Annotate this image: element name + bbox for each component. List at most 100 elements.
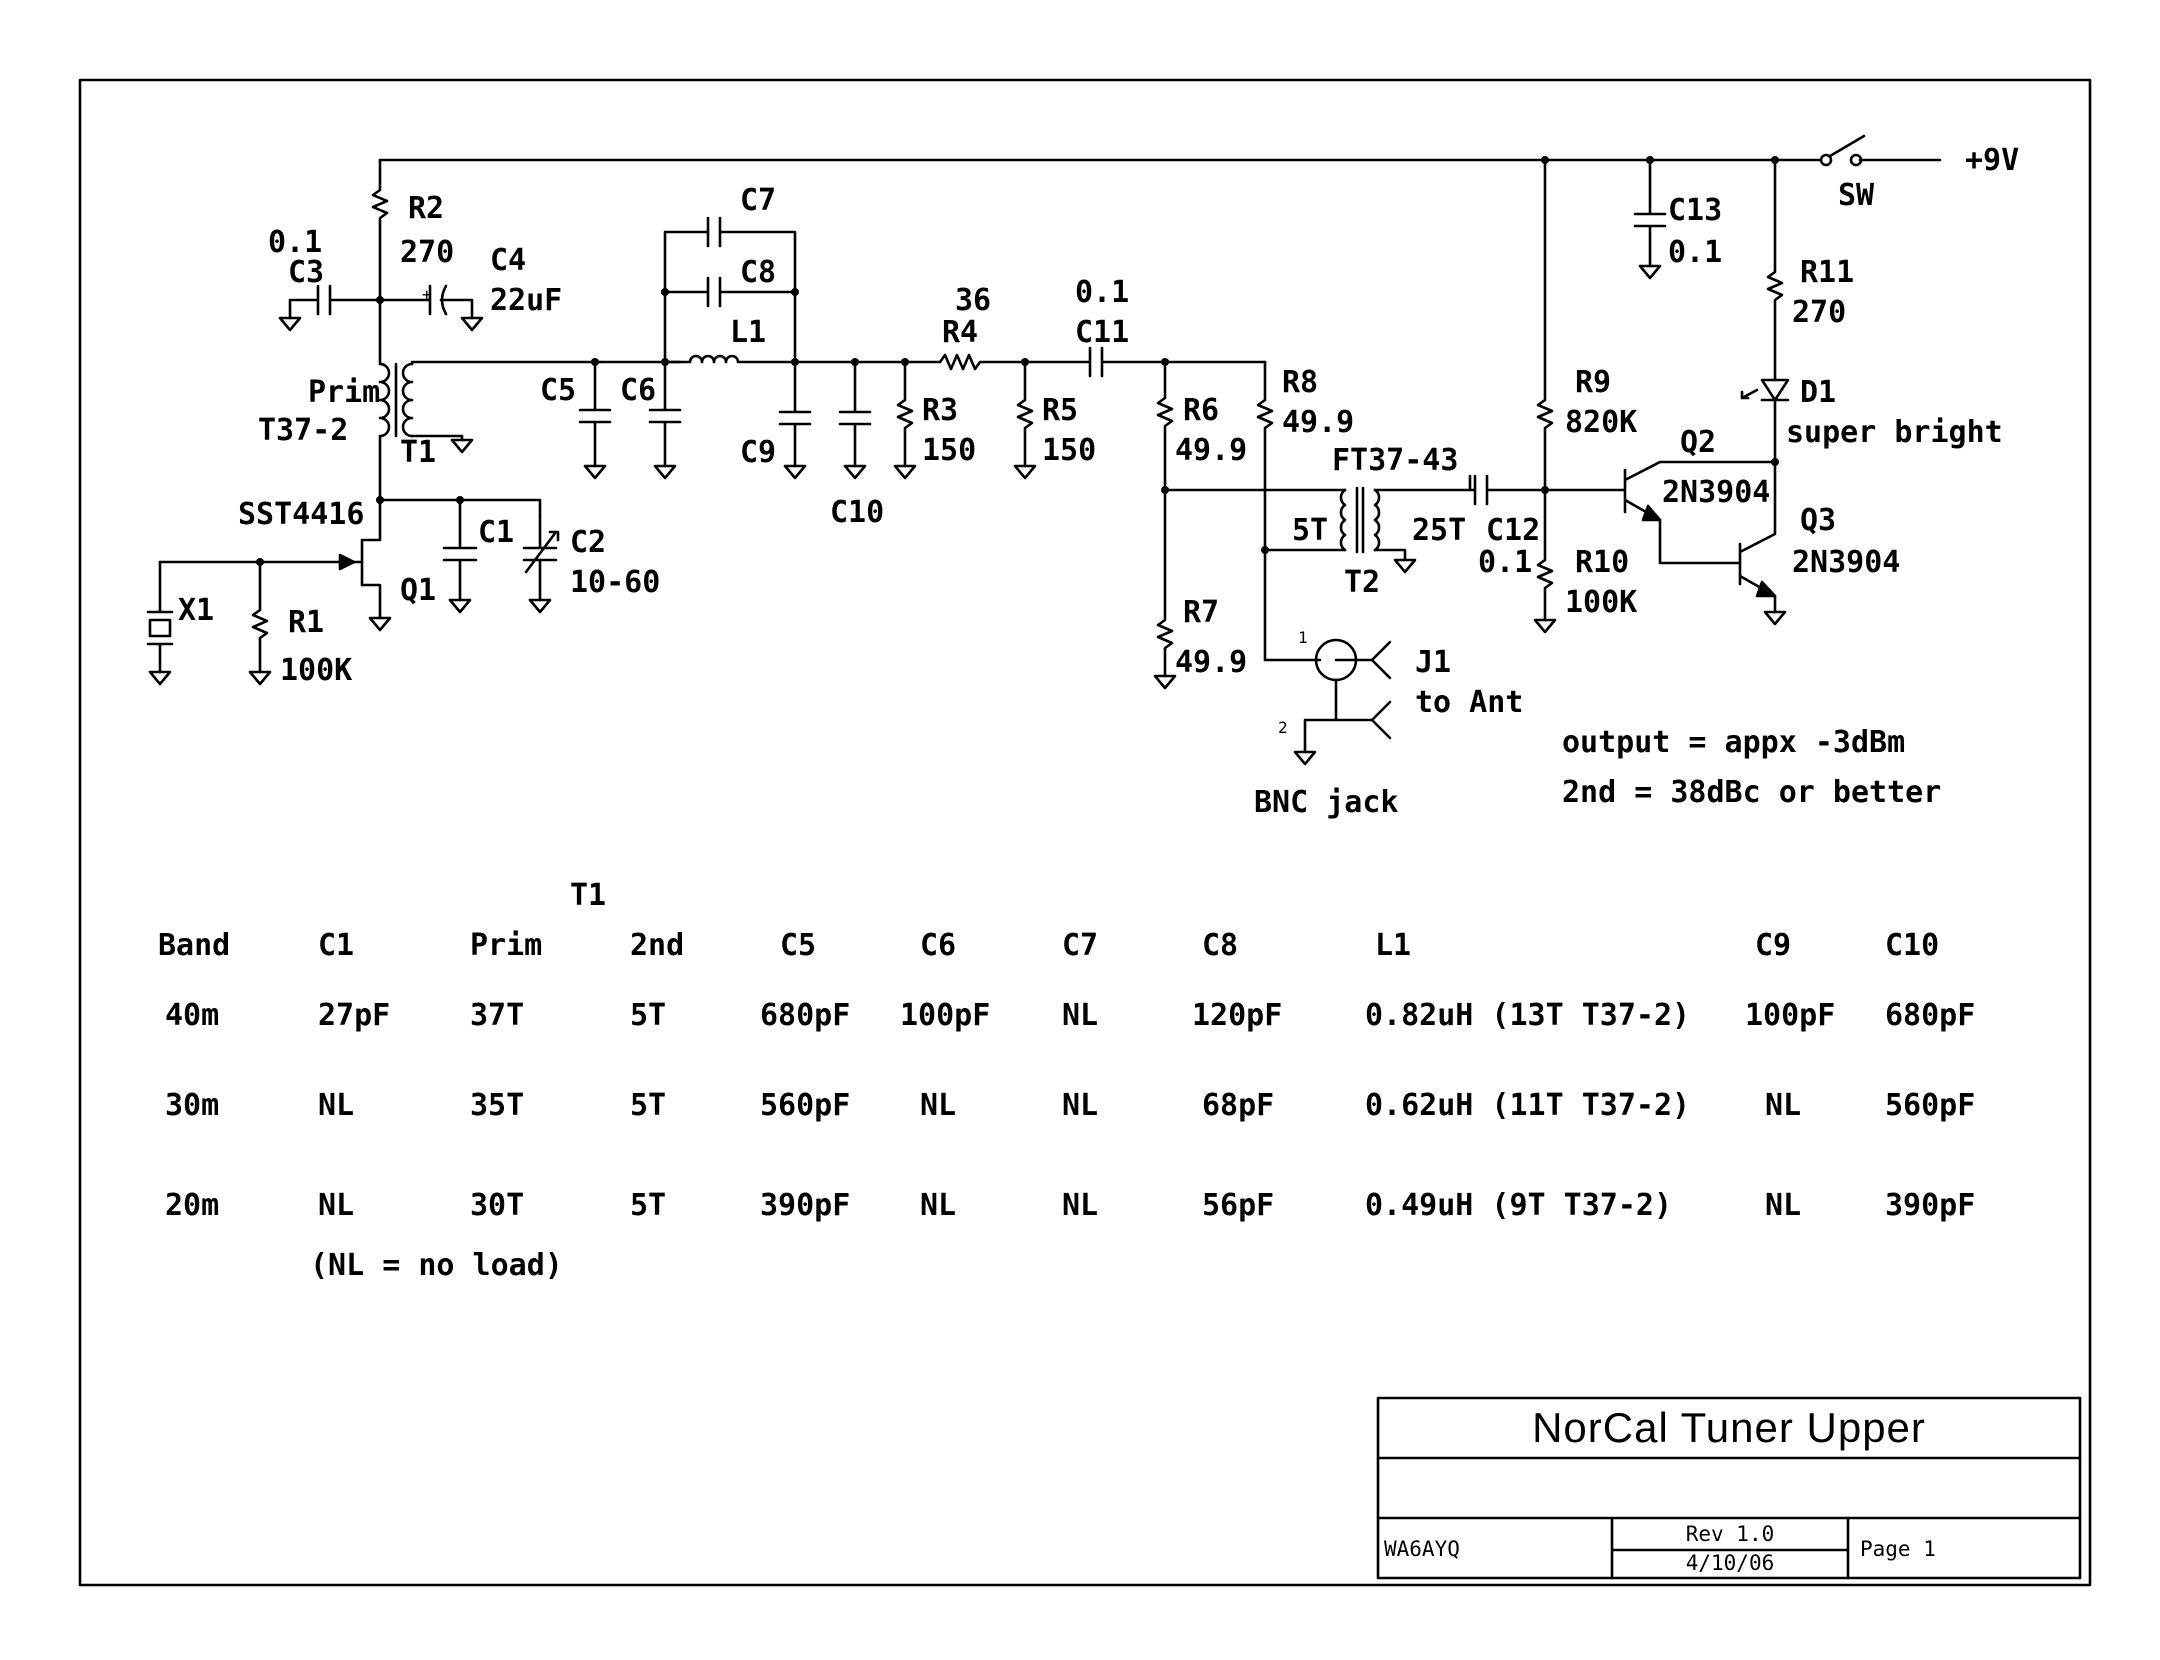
ground-icon (1013, 464, 1037, 480)
Q3-part: 2N3904 (1792, 545, 1900, 580)
C5-ref: C5 (540, 373, 576, 408)
svg-text:40m: 40m (165, 998, 219, 1033)
R7-ref: R7 (1183, 595, 1219, 630)
T1-ref: T1 (400, 435, 436, 470)
L1-ref: L1 (730, 315, 766, 350)
ground-icon (1638, 264, 1662, 280)
ground-icon (843, 464, 867, 480)
Q1-ref: Q1 (400, 573, 436, 608)
svg-text:Prim: Prim (470, 928, 542, 963)
R6-R7-resistors (1156, 360, 1174, 678)
Q2-part: 2N3904 (1662, 475, 1770, 510)
D1-ref: D1 (1800, 375, 1836, 410)
svg-text:C1: C1 (318, 928, 354, 963)
R7-value: 49.9 (1175, 645, 1247, 680)
svg-text:100pF: 100pF (1745, 998, 1835, 1033)
svg-text:680pF: 680pF (760, 998, 850, 1033)
switch-label: SW (1838, 178, 1875, 213)
C11-value: 0.1 (1075, 275, 1129, 310)
R8-ref: R8 (1282, 365, 1318, 400)
R2-ref: R2 (408, 191, 444, 226)
C4-value: 22uF (490, 283, 562, 318)
C2-ref: C2 (570, 525, 606, 560)
ground-icon (450, 438, 474, 454)
C11-ref: C11 (1075, 315, 1129, 350)
svg-text:NL: NL (1765, 1088, 1801, 1123)
svg-text:0.49uH (9T T37-2): 0.49uH (9T T37-2) (1365, 1188, 1672, 1223)
svg-text:5T: 5T (630, 1088, 666, 1123)
ground-icon (460, 316, 484, 332)
C9-capacitor (778, 360, 812, 468)
R1-value: 100K (280, 653, 352, 688)
output-note: output = appx -3dBm (1562, 725, 1905, 760)
svg-text:2nd: 2nd (630, 928, 684, 963)
svg-text:100pF: 100pF (900, 998, 990, 1033)
R11-ref: R11 (1800, 255, 1854, 290)
revision: Rev 1.0 (1686, 1522, 1775, 1546)
R1-resistor (251, 560, 269, 674)
ground-icon (528, 598, 552, 614)
ground-icon (448, 598, 472, 614)
Q2-ref: Q2 (1680, 425, 1716, 460)
Q1-transistor[interactable] (360, 498, 382, 620)
R4-value: 36 (955, 283, 991, 318)
C3-capacitor (288, 284, 382, 320)
T2-core-label: FT37-43 (1332, 443, 1458, 478)
L1-inductor (663, 354, 797, 364)
date: 4/10/06 (1686, 1551, 1775, 1575)
R10-value: 100K (1565, 585, 1637, 620)
R3-value: 150 (922, 433, 976, 468)
T2-core (1355, 486, 1365, 554)
svg-text:390pF: 390pF (760, 1188, 850, 1223)
R5-resistor (1016, 360, 1034, 468)
C1-ref: C1 (478, 515, 514, 550)
table-row: 40m 27pF 37T 5T 680pF 100pF NL 120pF 0.8… (165, 998, 1975, 1033)
svg-text:390pF: 390pF (1885, 1188, 1975, 1223)
svg-text:5T: 5T (630, 998, 666, 1033)
T1-prim-label: Prim (308, 375, 380, 410)
R5-ref: R5 (1042, 393, 1078, 428)
svg-text:NL: NL (920, 1188, 956, 1223)
table-footnote: (NL = no load) (310, 1248, 563, 1283)
R3-ref: R3 (922, 393, 958, 428)
svg-text:L1: L1 (1375, 928, 1411, 963)
svg-text:NL: NL (920, 1088, 956, 1123)
R1-ref: R1 (288, 605, 324, 640)
C6-ref: C6 (620, 373, 656, 408)
svg-text:C8: C8 (1202, 928, 1238, 963)
Q1-part: SST4416 (238, 497, 364, 532)
svg-text:68pF: 68pF (1202, 1088, 1274, 1123)
C8-ref: C8 (740, 255, 776, 290)
R11-value: 270 (1792, 295, 1846, 330)
svg-text:C9: C9 (1755, 928, 1791, 963)
C10-ref: C10 (830, 495, 884, 530)
harmonic-note: 2nd = 38dBc or better (1562, 775, 1941, 810)
X1-crystal (146, 560, 174, 674)
svg-text:56pF: 56pF (1202, 1188, 1274, 1223)
sheet-border (78, 78, 2092, 1587)
C13-capacitor (1633, 158, 1667, 268)
R9-ref: R9 (1575, 365, 1611, 400)
svg-text:20m: 20m (165, 1188, 219, 1223)
svg-text:5T: 5T (630, 1188, 666, 1223)
T1-primary (378, 298, 391, 502)
table-row: 20m NL 30T 5T 390pF NL NL 56pF 0.49uH (9… (165, 1188, 1975, 1223)
table-row: 30m NL 35T 5T 560pF NL NL 68pF 0.62uH (1… (165, 1088, 1975, 1123)
svg-text:C10: C10 (1885, 928, 1939, 963)
R8-resistor (1256, 360, 1322, 662)
R5-value: 150 (1042, 433, 1096, 468)
R8-value: 49.9 (1282, 405, 1354, 440)
Q2-transistor[interactable] (1543, 460, 1777, 565)
svg-text:560pF: 560pF (1885, 1088, 1975, 1123)
C8-capacitor (663, 276, 797, 308)
C3-ref: C3 (288, 255, 324, 290)
band-table: T1 Band C1 Prim 2nd C5 C6 C7 C8 L1 C9 C1… (158, 878, 1975, 1283)
ground-icon (278, 316, 302, 332)
C6-capacitor (648, 360, 682, 468)
C2-trimmer (522, 514, 560, 602)
X1-ref: X1 (178, 593, 214, 628)
J1-bnc-jack[interactable] (1293, 638, 1392, 766)
power-switch[interactable] (1819, 134, 1866, 167)
C5-capacitor (578, 360, 612, 468)
J1-pin1: 1 (1298, 628, 1308, 647)
